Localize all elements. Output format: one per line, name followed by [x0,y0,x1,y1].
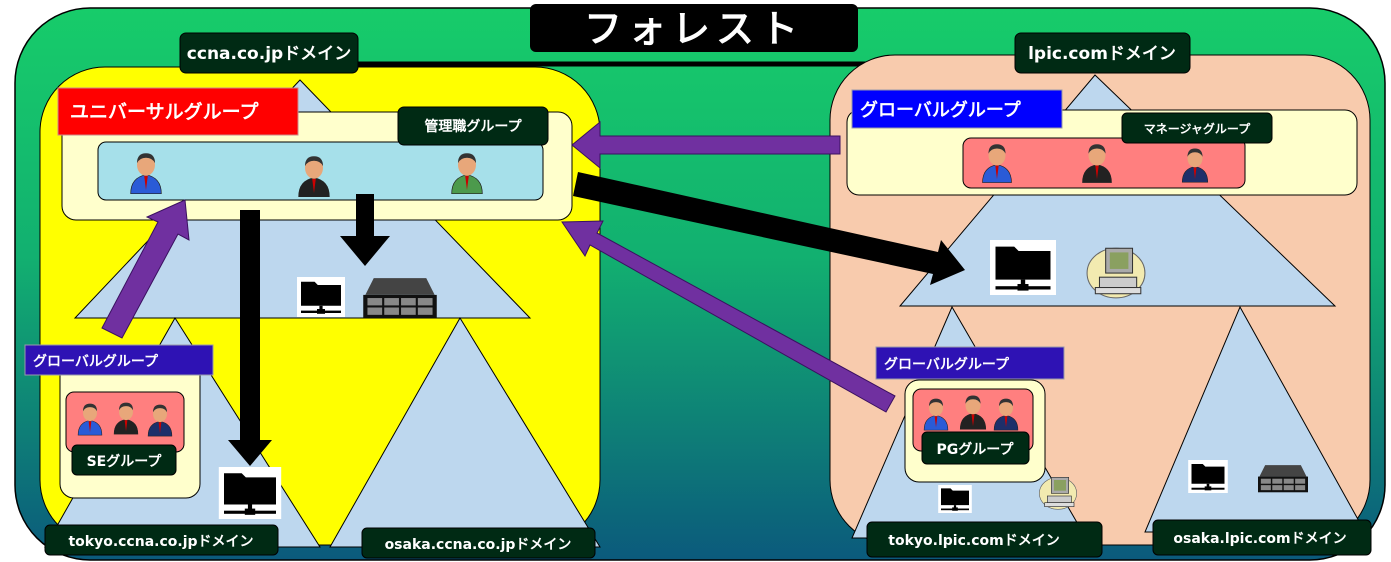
arrow-universal-to-ccna-resources [340,194,390,266]
manager-group-jp-text: 管理職グループ [424,118,522,135]
universal-group-label: ユニバーサルグループ [57,87,299,136]
global-group-tokyo-lpic-text: グローバルグループ [884,356,1010,373]
global-group-tokyo-ccna-label: グローバルグループ [24,344,214,376]
server-icon [1258,465,1308,493]
shared-folder-icon [938,485,972,513]
osaka-lpic-domain-text: osaka.lpic.comドメイン [1173,531,1346,547]
lpic-domain-label: lpic.comドメイン [1014,32,1191,74]
manager-group-label-kana: マネージャグループ [1121,112,1273,144]
arrow-global-tokyo-ccna-to-universal [101,199,190,339]
pg-group-text: PGグループ [937,441,1015,458]
forest-title: フォレスト [530,4,858,52]
tokyo-ccna-domain-text: tokyo.ccna.co.jpドメイン [68,534,253,550]
arrow-universal-to-lpic-resources [573,172,965,285]
ccna-domain-text: ccna.co.jpドメイン [187,44,351,64]
osaka-ccna-domain-text: osaka.ccna.co.jpドメイン [385,537,572,553]
arrow-global-lpic-to-universal [571,120,841,170]
global-group-tokyo-lpic [904,379,1046,483]
workstation-icon [1086,247,1146,299]
global-group-tokyo-ccna [59,359,201,499]
workstation-icon [1039,477,1077,510]
lpic-domain-text: lpic.comドメイン [1028,44,1176,64]
pg-group-label: PGグループ [921,431,1030,465]
tokyo-ccna-domain-label: tokyo.ccna.co.jpドメイン [44,524,279,556]
osaka-ccna-domain-label: osaka.ccna.co.jpドメイン [361,527,596,559]
shared-folder-icon [218,467,282,519]
server-icon [363,278,437,318]
shared-folder-icon [990,240,1056,295]
global-group-tokyo-lpic-label: グローバルグループ [875,346,1065,380]
tokyo-lpic-domain-text: tokyo.lpic.comドメイン [888,533,1059,549]
global-group-lpic-label: グローバルグループ [851,89,1063,129]
forest-title-text: フォレスト [584,7,804,51]
ccna-domain-label: ccna.co.jpドメイン [179,32,359,74]
arrow-universal-to-tokyo-ccna-resources [228,210,272,466]
manager-group-label-jp: 管理職グループ [397,106,549,146]
osaka-lpic-domain-label: osaka.lpic.comドメイン [1152,519,1372,556]
shared-folder-icon [1188,460,1228,493]
manager-group-kana-text: マネージャグループ [1144,121,1251,136]
tokyo-lpic-domain-label: tokyo.lpic.comドメイン [866,521,1103,558]
global-group-lpic-text: グローバルグループ [860,99,1022,121]
shared-folder-icon [297,277,345,317]
se-group-text: SEグループ [87,453,163,470]
global-group-tokyo-ccna-text: グローバルグループ [33,353,159,370]
arrow-global-tokyo-lpic-to-universal [561,220,896,413]
se-group-label: SEグループ [71,444,177,476]
universal-group-text: ユニバーサルグループ [70,100,259,123]
